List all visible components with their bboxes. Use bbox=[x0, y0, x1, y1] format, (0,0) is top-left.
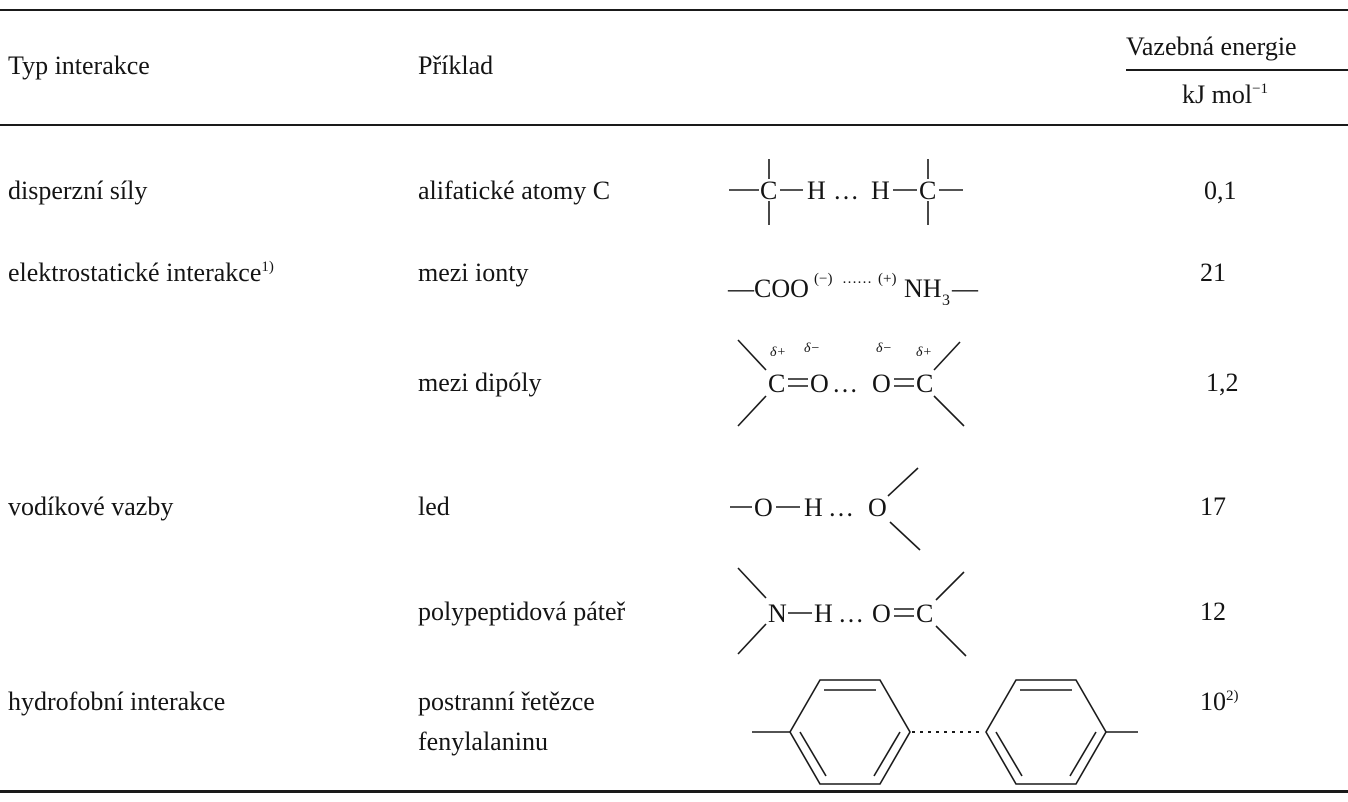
row-example: mezi ionty bbox=[418, 258, 529, 287]
svg-text:H: H bbox=[804, 493, 823, 522]
svg-text:—: — bbox=[951, 274, 979, 303]
svg-text:δ−: δ− bbox=[876, 341, 892, 356]
svg-text:O: O bbox=[872, 369, 891, 398]
formula-dipole: δ+ δ− C O … δ− O δ+ C bbox=[737, 339, 965, 427]
svg-text:C: C bbox=[768, 369, 785, 398]
row-energy: 1,2 bbox=[1206, 368, 1239, 397]
svg-text:δ+: δ+ bbox=[770, 345, 786, 360]
row-example: polypeptidová páteř bbox=[418, 597, 626, 626]
formula-ice: O H … O bbox=[730, 467, 921, 551]
svg-text:…: … bbox=[828, 493, 854, 522]
header-energy-unit: kJ mol−1 bbox=[1182, 80, 1269, 109]
row-energy: 17 bbox=[1200, 492, 1226, 521]
formula-peptide: N H … O C bbox=[737, 567, 967, 657]
svg-text:O: O bbox=[810, 369, 829, 398]
svg-text:O: O bbox=[754, 493, 773, 522]
svg-text:C: C bbox=[916, 369, 933, 398]
row-energy: 102) bbox=[1200, 687, 1239, 716]
row-type: disperzní síly bbox=[8, 176, 148, 205]
svg-text:C: C bbox=[916, 599, 933, 628]
row-type: elektrostatické interakce1) bbox=[8, 258, 274, 287]
svg-text:…: … bbox=[838, 599, 864, 628]
svg-text:δ+: δ+ bbox=[916, 345, 932, 360]
svg-text:H: H bbox=[871, 176, 890, 205]
svg-text:…: … bbox=[833, 176, 859, 205]
row-example: alifatické atomy C bbox=[418, 176, 611, 205]
svg-text:δ−: δ− bbox=[804, 341, 820, 356]
svg-text:H: H bbox=[814, 599, 833, 628]
svg-text:N: N bbox=[768, 599, 787, 628]
svg-text:(+): (+) bbox=[878, 271, 896, 287]
row-example: mezi dipóly bbox=[418, 368, 542, 397]
header-energy: Vazebná energie bbox=[1126, 32, 1297, 61]
svg-text:(−): (−) bbox=[814, 271, 832, 287]
formula-phenylalanine bbox=[752, 679, 1138, 785]
header-example: Příklad bbox=[418, 51, 494, 80]
svg-text:O: O bbox=[868, 493, 887, 522]
formula-ionic: —COO (−) …… (+) NH 3 — bbox=[727, 271, 979, 309]
svg-text:C: C bbox=[760, 176, 777, 205]
header-fraction-line bbox=[1126, 69, 1348, 71]
svg-text:3: 3 bbox=[942, 292, 950, 309]
row-example: led bbox=[418, 492, 450, 521]
svg-text:O: O bbox=[872, 599, 891, 628]
table-bottom-rule bbox=[0, 790, 1348, 793]
svg-text:C: C bbox=[919, 176, 936, 205]
row-energy: 0,1 bbox=[1204, 176, 1237, 205]
row-type: hydrofobní interakce bbox=[8, 687, 226, 716]
row-type: vodíkové vazby bbox=[8, 492, 174, 521]
row-example: postranní řetězce bbox=[418, 687, 595, 716]
header-rule bbox=[0, 124, 1348, 126]
row-example-line2: fenylalaninu bbox=[418, 727, 548, 756]
svg-text:……: …… bbox=[842, 271, 872, 287]
header-type: Typ interakce bbox=[8, 51, 150, 80]
row-energy: 12 bbox=[1200, 597, 1226, 626]
svg-text:—COO: —COO bbox=[727, 274, 809, 303]
table-top-rule bbox=[0, 9, 1348, 11]
row-energy: 21 bbox=[1200, 258, 1226, 287]
svg-text:…: … bbox=[832, 369, 858, 398]
formula-dispersion: C H … H C bbox=[729, 159, 963, 225]
svg-text:H: H bbox=[807, 176, 826, 205]
svg-text:NH: NH bbox=[904, 274, 942, 303]
